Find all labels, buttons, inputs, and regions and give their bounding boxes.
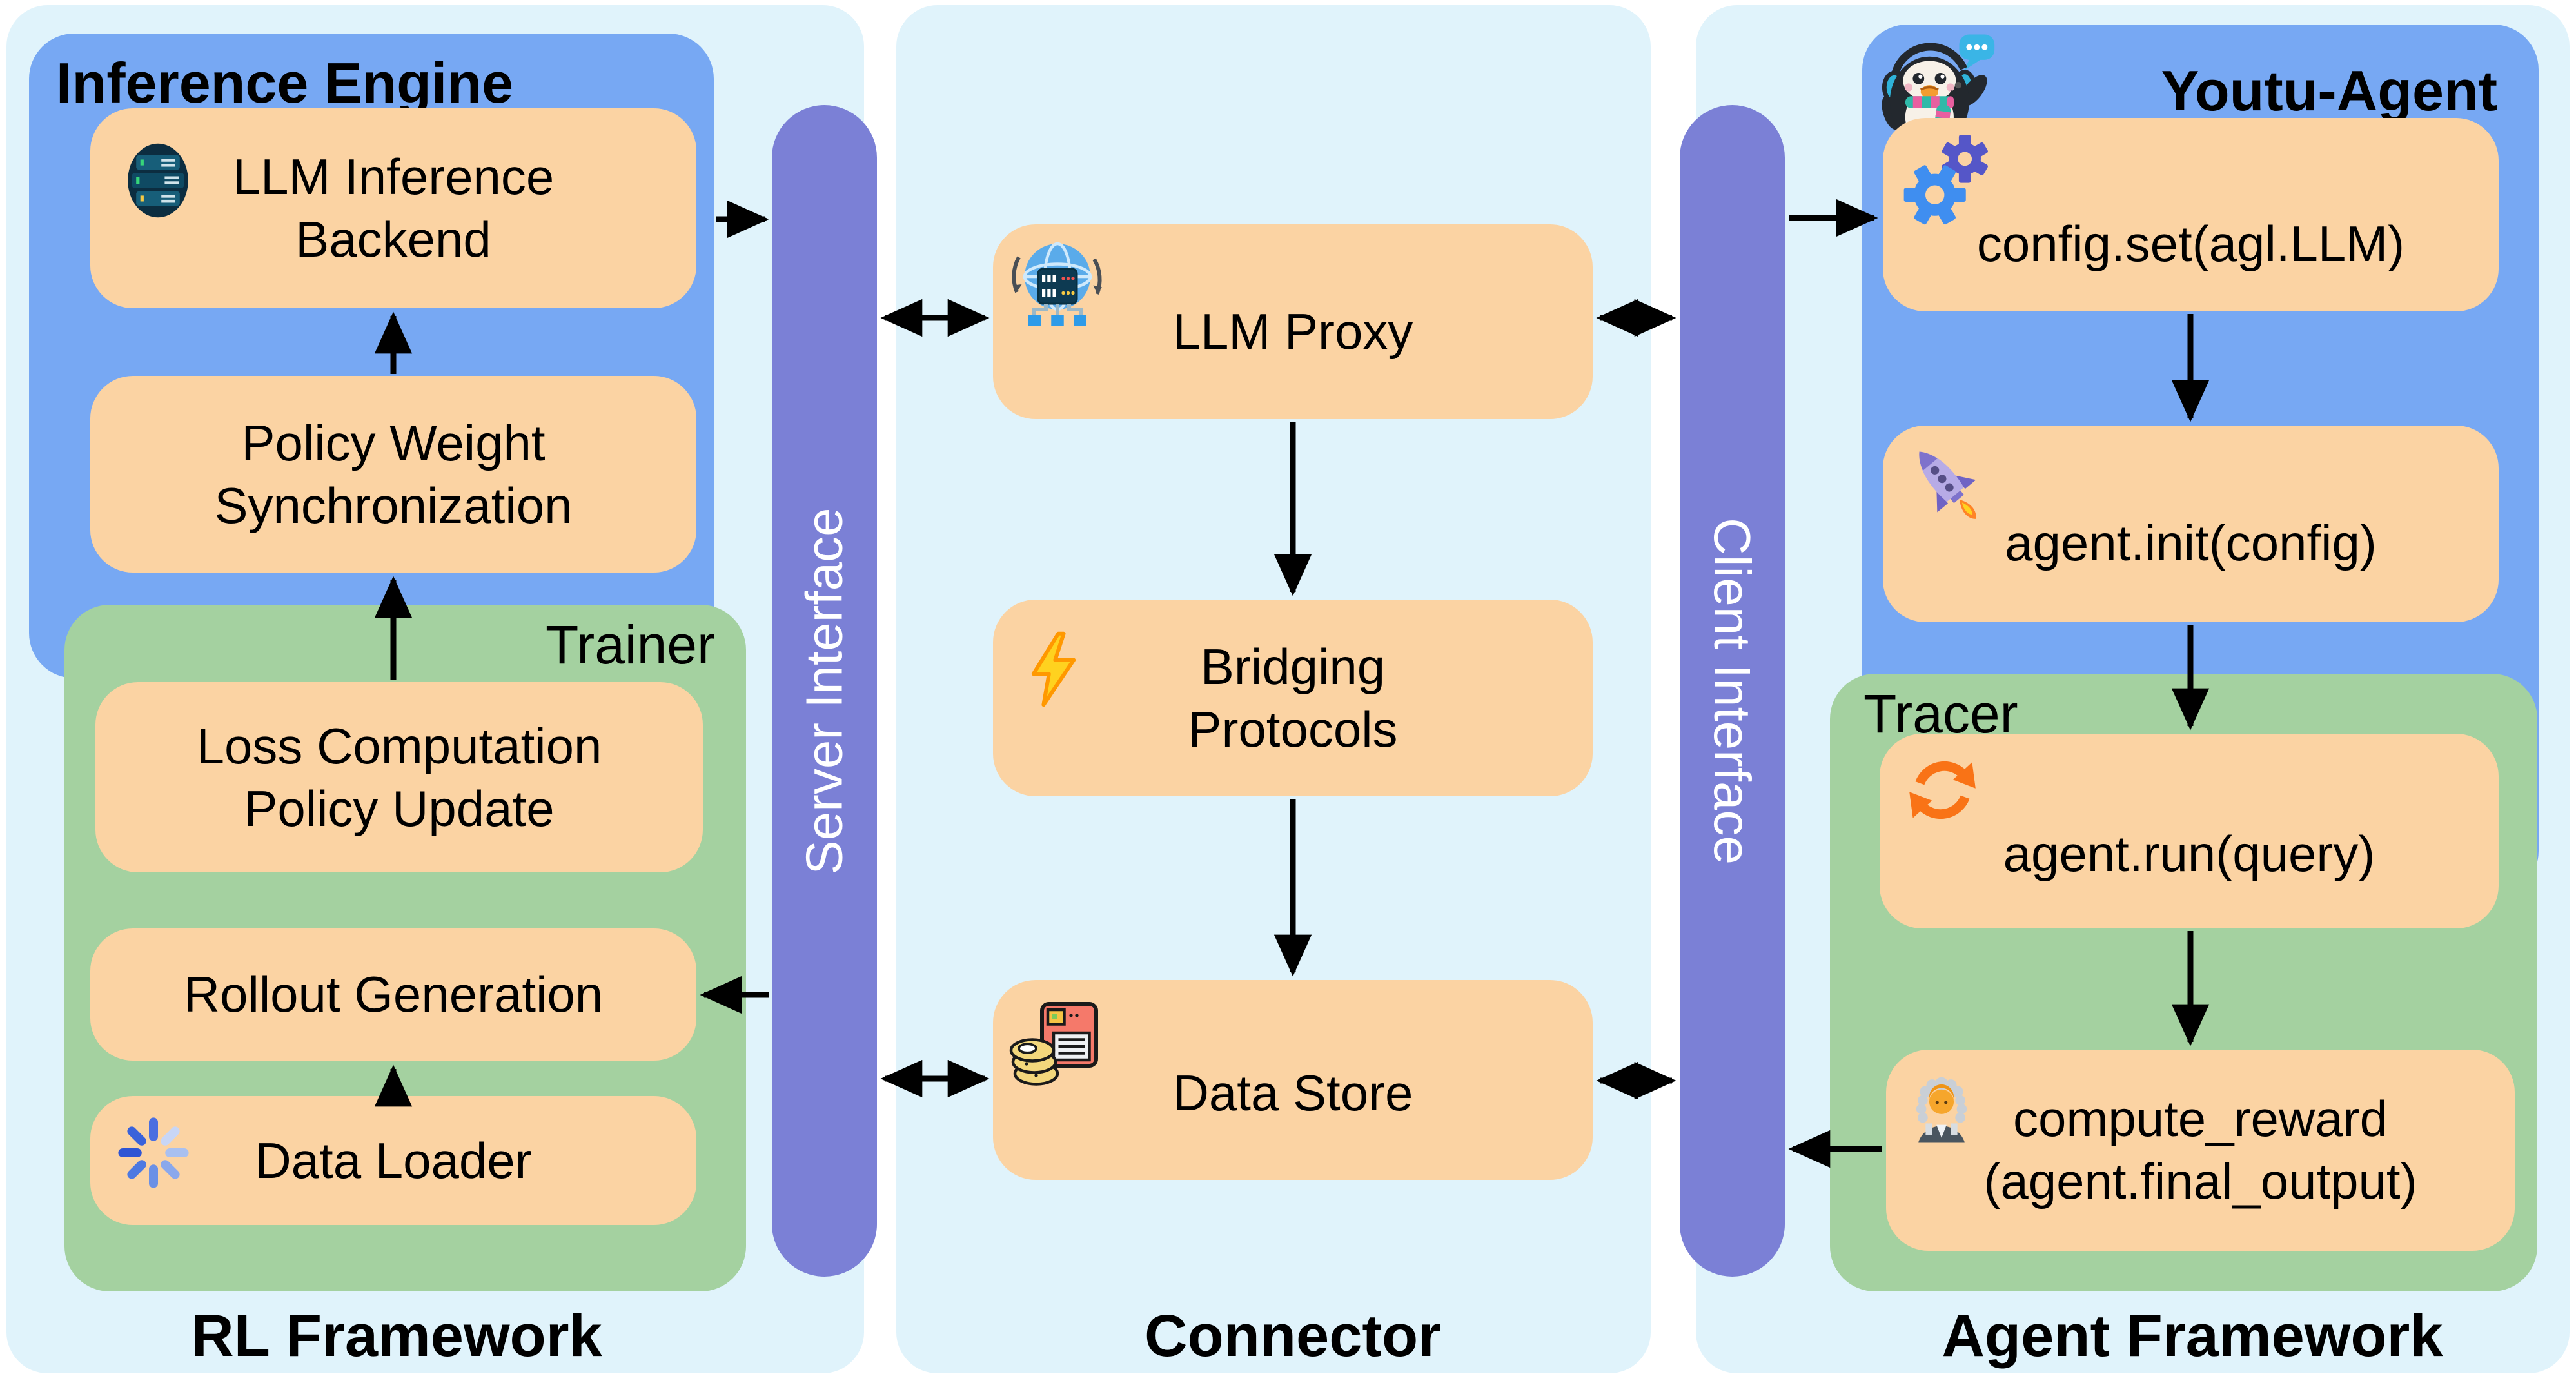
trainer-title: Trainer <box>546 614 715 675</box>
server-interface-bar: Server Interface <box>772 105 877 1277</box>
agent-framework-label: Agent Framework <box>1942 1303 2443 1369</box>
node-label-line: Backend <box>295 211 491 268</box>
node-label-line: Synchronization <box>214 476 573 534</box>
node-label-line: LLM Inference <box>232 148 555 206</box>
node-label-line: Bridging <box>1200 638 1386 695</box>
node-label-line: Loss Computation <box>196 717 602 774</box>
llm-inference-backend-node: LLM Inference Backend <box>90 108 696 308</box>
loss-computation-policy-update-node: Loss Computation Policy Update <box>95 682 703 872</box>
node-label: LLM Proxy <box>1172 302 1413 360</box>
data-loader-node: Data Loader <box>90 1096 696 1225</box>
gears-icon <box>1903 135 1988 225</box>
inference-engine-title: Inference Engine <box>56 51 514 115</box>
node-label: Rollout Generation <box>183 966 604 1023</box>
node-label: agent.run(query) <box>2003 825 2375 882</box>
node-label-line: Policy Weight <box>241 414 546 471</box>
bridging-protocols-node: Bridging Protocols <box>993 600 1593 796</box>
node-label: Data Loader <box>255 1132 532 1189</box>
lightning-icon <box>1031 631 1076 707</box>
client-interface-bar: Client Interface <box>1680 105 1785 1277</box>
rollout-generation-node: Rollout Generation <box>90 928 696 1061</box>
node-label-line: Protocols <box>1188 700 1398 758</box>
node-label: Data Store <box>1172 1064 1413 1121</box>
agent-init-node: agent.init(config) <box>1883 426 2499 622</box>
data-store-node: Data Store <box>993 980 1593 1180</box>
connector-label: Connector <box>1145 1303 1441 1369</box>
floppy-database-icon <box>1009 1002 1098 1086</box>
llm-proxy-node: LLM Proxy <box>993 224 1593 419</box>
youtu-agent-title: Youtu-Agent <box>2161 59 2497 123</box>
client-interface-label: Client Interface <box>1704 517 1762 865</box>
server-rack-icon <box>128 143 188 218</box>
node-label-line: (agent.final_output) <box>1983 1153 2417 1210</box>
node-label: config.set(agl.LLM) <box>1976 215 2405 272</box>
refresh-icon <box>1909 761 1976 819</box>
judge-icon <box>1916 1077 1967 1143</box>
server-interface-label: Server Interface <box>795 507 853 875</box>
agent-run-node: agent.run(query) <box>1880 734 2499 928</box>
rl-framework-label: RL Framework <box>191 1303 602 1369</box>
proxy-server-icon <box>1012 242 1102 326</box>
compute-reward-node: compute_reward (agent.final_output) <box>1886 1050 2515 1251</box>
rocket-icon <box>1919 451 1976 519</box>
node-label: agent.init(config) <box>2005 515 2377 572</box>
policy-weight-sync-node: Policy Weight Synchronization <box>90 376 696 573</box>
loading-spinner-icon <box>118 1117 189 1188</box>
config-set-node: config.set(agl.LLM) <box>1883 118 2499 311</box>
node-label-line: Policy Update <box>244 780 555 837</box>
node-label-line: compute_reward <box>2013 1090 2388 1148</box>
